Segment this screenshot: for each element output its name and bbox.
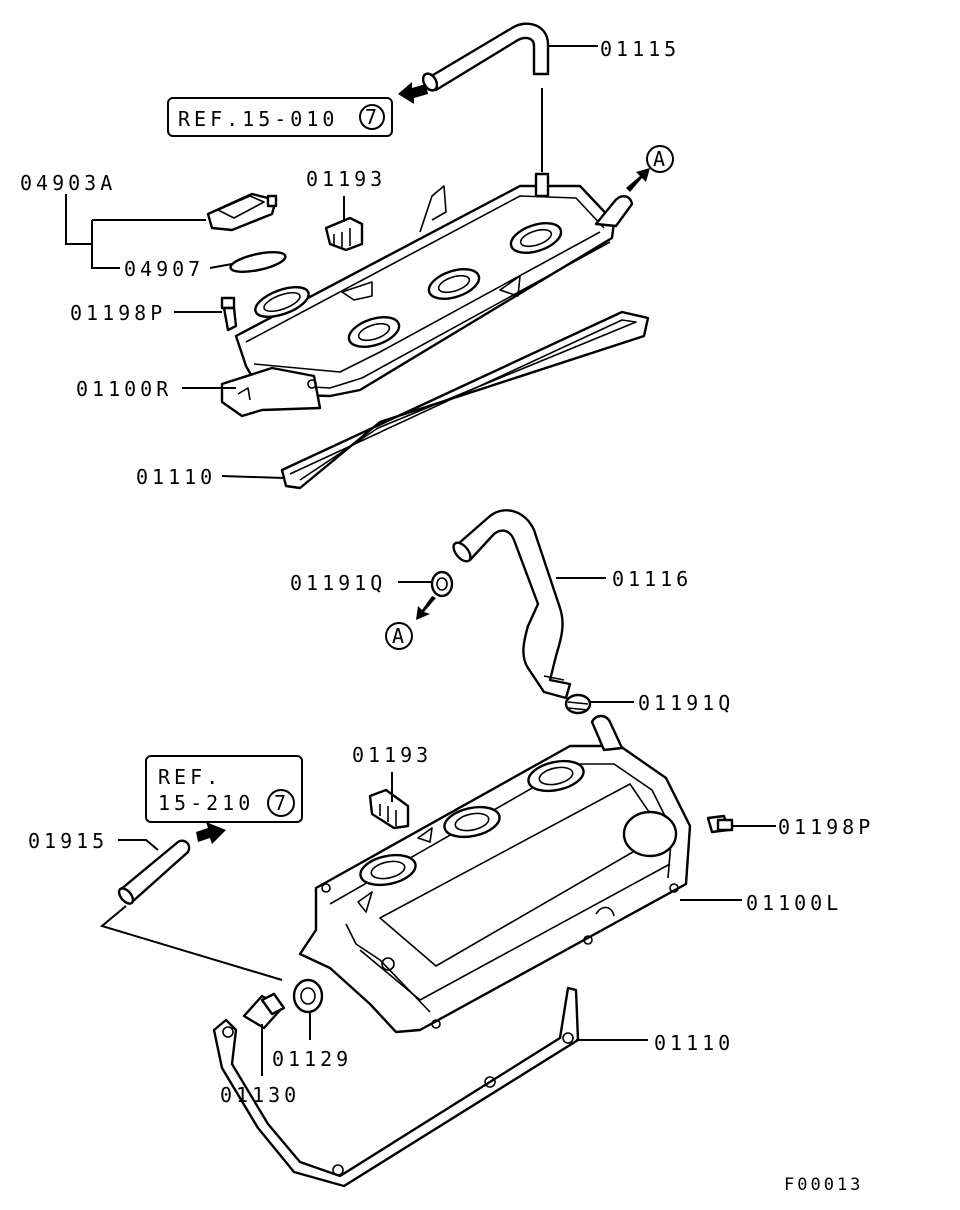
circle-a-top-letter: A [653, 147, 665, 171]
ref-box-bottom [145, 755, 303, 823]
ref-bottom-circle [267, 789, 295, 817]
label-01193-top: 01193 [306, 167, 386, 191]
grommet-01129 [292, 978, 324, 1014]
valve-cover-01100R [234, 172, 634, 398]
label-01116: 01116 [612, 567, 692, 591]
ref-bottom-line2: 15-210 [158, 791, 254, 815]
bracket-01100R [220, 366, 322, 418]
label-01198P-right: 01198P [778, 815, 874, 839]
arrow-ref-top [398, 82, 428, 104]
label-01198P-left: 01198P [70, 301, 166, 325]
leader-01915 [118, 839, 159, 851]
grommet-01191Q-left [430, 570, 454, 598]
label-01110-bottom: 01110 [654, 1031, 734, 1055]
hose-01915 [117, 839, 191, 905]
ref-top-text: REF.15-010 [178, 107, 338, 131]
pcv-valve-01130 [242, 992, 286, 1030]
ref-top-circle-number: 7 [365, 105, 377, 129]
bolt-01198P-left [220, 296, 238, 332]
label-01129: 01129 [272, 1047, 352, 1071]
valve-cover-01100L [298, 714, 692, 1034]
arrow-a-mid [416, 596, 436, 620]
ref-bottom-line1: REF. [158, 765, 222, 789]
circle-a-top [646, 145, 674, 173]
leader-01915-to-pcv [99, 905, 283, 981]
label-01100L: 01100L [746, 891, 842, 915]
breather-hose-01115 [421, 22, 550, 92]
label-04903A: 04903A [20, 171, 116, 195]
grommet-01191Q-right [564, 693, 592, 715]
label-01115: 01115 [600, 37, 680, 61]
gasket-01110-bottom [212, 986, 580, 1188]
figure-code: F00013 [784, 1175, 863, 1195]
clip-01193-bottom [368, 788, 410, 830]
arrow-ref-bottom [196, 822, 226, 844]
oring-04907 [229, 251, 287, 273]
label-01100R: 01100R [76, 377, 172, 401]
leader-04903A [65, 194, 206, 269]
label-01110-top: 01110 [136, 465, 216, 489]
label-01193-bottom: 01193 [352, 743, 432, 767]
label-04907: 04907 [124, 257, 204, 281]
leader-01110-top [221, 475, 285, 479]
oil-cap-04903A [206, 192, 278, 232]
clip-01193-top [324, 216, 364, 252]
ref-box-top [167, 97, 393, 137]
label-01191Q-left: 01191Q [290, 571, 386, 595]
ref-bottom-circle-number: 7 [274, 791, 286, 815]
bolt-01198P-right [706, 814, 734, 834]
arrow-a-top [626, 168, 650, 192]
label-01915: 01915 [28, 829, 108, 853]
label-01191Q-right: 01191Q [638, 691, 734, 715]
gasket-01110-top [280, 310, 650, 490]
circle-a-mid [385, 622, 413, 650]
circle-a-mid-letter: A [392, 624, 404, 648]
label-01130: 01130 [220, 1083, 300, 1107]
hose-01116 [452, 509, 572, 700]
leader-04907 [209, 263, 233, 269]
ref-top-circle [359, 104, 385, 130]
